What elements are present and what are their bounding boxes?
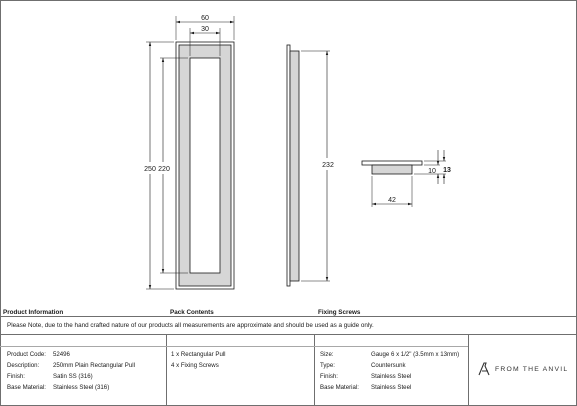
frame-col-3 bbox=[468, 334, 469, 406]
pack-item: 1 x Rectangular Pull bbox=[171, 351, 226, 358]
product-row-label: Base Material: bbox=[7, 384, 46, 391]
frame-left bbox=[0, 0, 1, 406]
product-row-value: Stainless Steel (316) bbox=[53, 384, 110, 391]
screw-row-label: Base Material: bbox=[320, 384, 359, 391]
product-row: Finish: Satin SS (316) bbox=[7, 373, 93, 380]
product-row-label: Description: bbox=[7, 362, 40, 369]
product-row: Base Material: Stainless Steel (316) bbox=[7, 384, 109, 391]
screw-row: Size: Gauge 6 x 1/2" (3.5mm x 13mm) bbox=[320, 351, 459, 358]
frame-col-1 bbox=[166, 334, 167, 406]
profile-body bbox=[371, 164, 413, 175]
dim-profile-width: 42 bbox=[388, 197, 396, 204]
product-row-label: Finish: bbox=[7, 373, 25, 380]
screw-row-value: Stainless Steel bbox=[371, 384, 412, 391]
screw-row: Base Material: Stainless Steel bbox=[320, 384, 411, 391]
pull-recess bbox=[189, 57, 221, 274]
frame-divider-table bbox=[0, 334, 577, 335]
screw-row-value: Gauge 6 x 1/2" (3.5mm x 13mm) bbox=[371, 351, 460, 358]
brand-name: FROM THE ANVIL bbox=[495, 365, 569, 373]
dim-side-height: 232 bbox=[322, 162, 334, 169]
side-body bbox=[289, 50, 300, 282]
product-row-value: 250mm Plain Rectangular Pull bbox=[53, 362, 135, 369]
screw-row: Finish: Stainless Steel bbox=[320, 373, 411, 380]
brand-logo: FROM THE ANVIL bbox=[478, 362, 568, 376]
dim-front-height-outer: 250 bbox=[144, 166, 156, 173]
anvil-a-icon bbox=[478, 362, 490, 376]
frame-col-2 bbox=[314, 334, 315, 406]
product-row-value: Satin SS (316) bbox=[53, 373, 93, 380]
dim-front-height-inner: 220 bbox=[158, 166, 170, 173]
pack-item: 4 x Fixing Screws bbox=[171, 362, 219, 369]
screw-row-label: Finish: bbox=[320, 373, 338, 380]
dim-profile-depth: 10 bbox=[428, 168, 436, 175]
frame-header-rule bbox=[0, 346, 468, 347]
dim-front-width-inner: 30 bbox=[201, 26, 209, 33]
screw-row-label: Size: bbox=[320, 351, 334, 358]
side-view: 232 bbox=[286, 44, 334, 287]
profile-view: 10 13 42 bbox=[361, 150, 451, 207]
screw-row: Type: Countersunk bbox=[320, 362, 406, 369]
product-row: Product Code: 52496 bbox=[7, 351, 70, 358]
screw-row-label: Type: bbox=[320, 362, 335, 369]
side-flange bbox=[286, 44, 291, 287]
screw-row-value: Stainless Steel bbox=[371, 373, 412, 380]
dim-front-width-outer: 60 bbox=[201, 15, 209, 22]
header-product-information: Product Information bbox=[3, 309, 64, 316]
measurement-note: Please Note, due to the hand crafted nat… bbox=[7, 322, 374, 329]
product-row-value: 52496 bbox=[53, 351, 70, 358]
product-row: Description: 250mm Plain Rectangular Pull bbox=[7, 362, 135, 369]
header-fixing-screws: Fixing Screws bbox=[318, 309, 361, 316]
screw-row-value: Countersunk bbox=[371, 362, 406, 369]
frame-top bbox=[0, 0, 577, 1]
front-view: 60 30 250 220 bbox=[144, 15, 235, 290]
header-pack-contents: Pack Contents bbox=[170, 309, 214, 316]
product-row-label: Product Code: bbox=[7, 351, 46, 358]
profile-flange bbox=[361, 160, 423, 166]
dim-profile-head: 13 bbox=[443, 167, 451, 174]
frame-divider-note bbox=[0, 316, 577, 317]
